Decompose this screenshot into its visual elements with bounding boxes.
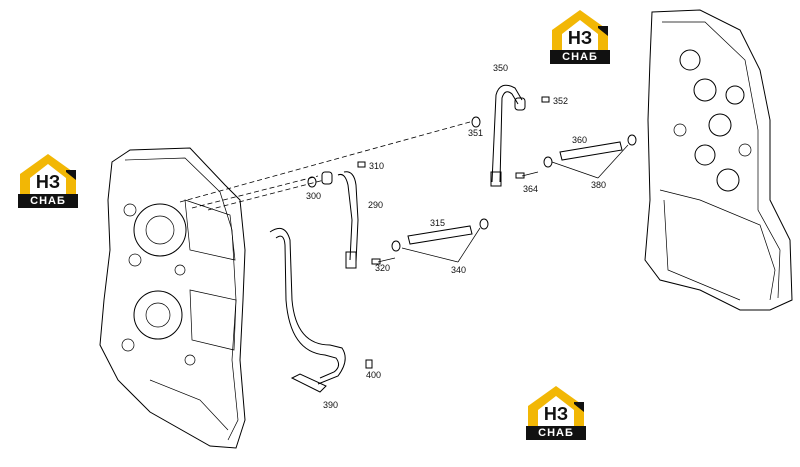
left-housing [99, 147, 246, 449]
logo-name: СНАБ [526, 426, 586, 440]
callout-350: 350 [493, 63, 508, 73]
callout-390: 390 [323, 400, 338, 410]
part-390-pipe [269, 227, 346, 393]
alignment-lines [179, 121, 471, 211]
callout-290: 290 [368, 200, 383, 210]
logo-name: СНАБ [550, 50, 610, 64]
part-360-tube [515, 134, 637, 179]
logo-name: СНАБ [18, 194, 78, 208]
callout-380: 380 [591, 180, 606, 190]
part-350-pipe [490, 84, 526, 187]
callout-340: 340 [451, 265, 466, 275]
callout-352: 352 [553, 96, 568, 106]
logo-abbr: НЗ [543, 404, 569, 424]
house-icon [552, 10, 608, 52]
leader-lines [401, 144, 629, 263]
callout-320: 320 [375, 263, 390, 273]
logo-abbr: НЗ [35, 172, 61, 192]
logo-watermark-top: НЗ СНАБ [548, 8, 612, 64]
part-290-pipe [321, 171, 359, 269]
callout-300: 300 [306, 191, 321, 201]
callout-310: 310 [369, 161, 384, 171]
house-icon [20, 154, 76, 196]
logo-watermark-left: НЗ СНАБ [16, 152, 80, 208]
logo-watermark-bottom: НЗ СНАБ [524, 384, 588, 440]
callout-351: 351 [468, 128, 483, 138]
logo-abbr: НЗ [567, 28, 593, 48]
callout-400: 400 [366, 370, 381, 380]
part-315-tube [371, 218, 489, 265]
callout-364: 364 [523, 184, 538, 194]
right-housing [644, 9, 793, 311]
house-icon [528, 386, 584, 428]
callout-labels: 350 352 351 360 380 364 310 300 290 315 … [306, 63, 606, 410]
callout-315: 315 [430, 218, 445, 228]
small-fittings [307, 96, 550, 369]
callout-360: 360 [572, 135, 587, 145]
